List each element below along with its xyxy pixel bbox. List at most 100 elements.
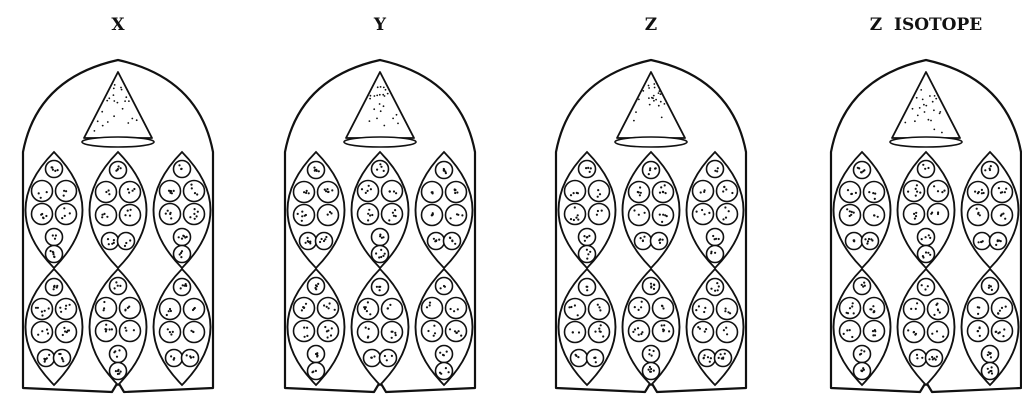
rod-stipple-dot [129, 239, 131, 241]
rod-stipple-dot [65, 305, 67, 307]
fuel-rod [589, 204, 610, 225]
rod-stipple-dot [991, 366, 993, 368]
fuel-rod [446, 298, 467, 319]
rod-stipple-dot [382, 255, 384, 257]
rod-stipple-dot [180, 287, 182, 289]
fuel-rod [184, 181, 205, 202]
rod-stipple-dot [990, 356, 992, 358]
rod-stipple-dot [107, 238, 109, 240]
rod-stipple-dot [53, 288, 55, 290]
rod-stipple-dot [586, 258, 588, 260]
rod-stipple-dot [379, 163, 381, 165]
cone-stipple-dot [659, 90, 661, 92]
rod-stipple-dot [634, 328, 636, 330]
rod-stipple-dot [371, 357, 373, 359]
cone-stipple-dot [633, 120, 635, 122]
rod-stipple-dot [46, 329, 48, 331]
cone-stipple-dot [387, 93, 389, 95]
rod-stipple-dot [586, 236, 588, 238]
rod-stipple-dot [851, 211, 853, 213]
fuel-rod [629, 298, 650, 319]
rod-stipple-dot [376, 286, 378, 288]
rod-stipple-dot [117, 369, 119, 371]
rod-stipple-dot [1000, 192, 1002, 194]
rod-stipple-dot [394, 332, 396, 334]
rod-stipple-dot [324, 326, 326, 328]
rod-stipple-dot [916, 184, 918, 186]
rod-stipple-dot [454, 330, 456, 332]
fuel-rod [436, 363, 453, 380]
rod-stipple-dot [104, 328, 106, 330]
rod-stipple-dot [589, 251, 591, 253]
rod-stipple-dot [929, 254, 931, 256]
rod-stipple-dot [659, 214, 661, 216]
cone-stipple-dot [935, 98, 937, 100]
rod-stipple-dot [709, 361, 711, 363]
rod-stipple-dot [130, 209, 132, 211]
rod-stipple-dot [380, 256, 382, 258]
rod-stipple-dot [638, 334, 640, 336]
rod-stipple-dot [456, 191, 458, 193]
rod-stipple-dot [705, 328, 707, 330]
rod-stipple-dot [109, 328, 111, 330]
cone-stipple-dot [384, 95, 386, 97]
rod-stipple-dot [305, 192, 307, 194]
rod-stipple-dot [103, 301, 105, 303]
rod-stipple-dot [125, 242, 127, 244]
rod-stipple-dot [725, 217, 727, 219]
rod-stipple-dot [922, 164, 924, 166]
rod-stipple-dot [182, 284, 184, 286]
rod-stipple-dot [718, 238, 720, 240]
rod-stipple-dot [181, 168, 183, 170]
cone-stipple-dot [97, 120, 99, 122]
rod-stipple-dot [51, 166, 53, 168]
rod-stipple-dot [873, 311, 875, 313]
rod-stipple-dot [849, 307, 851, 309]
rod-stipple-dot [649, 167, 651, 169]
rod-stipple-dot [586, 289, 588, 291]
rod-stipple-dot [170, 333, 172, 335]
fuel-rod [372, 161, 389, 178]
rod-stipple-dot [714, 238, 716, 240]
rod-stipple-dot [585, 167, 587, 169]
fuel-rod [110, 346, 127, 363]
rod-stipple-dot [708, 212, 710, 214]
rod-stipple-dot [387, 307, 389, 309]
rod-stipple-dot [663, 324, 665, 326]
cone-stipple-dot [374, 95, 376, 97]
rod-stipple-dot [315, 284, 317, 286]
fuel-rod [446, 182, 467, 203]
rod-stipple-dot [914, 218, 916, 220]
rod-stipple-dot [60, 311, 62, 313]
rod-stipple-dot [641, 301, 643, 303]
rod-stipple-dot [714, 170, 716, 172]
rod-stipple-dot [868, 191, 870, 193]
rod-stipple-dot [440, 287, 442, 289]
rod-stipple-dot [191, 187, 193, 189]
rod-stipple-dot [935, 359, 937, 361]
rod-stipple-dot [668, 330, 670, 332]
rod-stipple-dot [318, 170, 320, 172]
rod-stipple-dot [37, 307, 39, 309]
rod-stipple-dot [381, 237, 383, 239]
rod-stipple-dot [103, 307, 105, 309]
rod-stipple-dot [326, 306, 328, 308]
rod-stipple-dot [853, 312, 855, 314]
rod-stipple-dot [704, 331, 706, 333]
cone-stipple-dot [392, 118, 394, 120]
rod-stipple-dot [165, 213, 167, 215]
fuel-rod [589, 181, 610, 202]
rod-stipple-dot [981, 189, 983, 191]
rod-stipple-dot [648, 353, 650, 355]
rod-stipple-dot [577, 314, 579, 316]
rod-stipple-dot [722, 190, 724, 192]
rod-stipple-dot [598, 306, 600, 308]
rod-stipple-dot [587, 167, 589, 169]
rod-stipple-dot [573, 219, 575, 221]
rod-stipple-dot [46, 191, 48, 193]
cone-stipple-dot [941, 132, 943, 134]
rod-stipple-dot [59, 307, 61, 309]
rod-stipple-dot [640, 306, 642, 308]
rod-stipple-dot [989, 168, 991, 170]
